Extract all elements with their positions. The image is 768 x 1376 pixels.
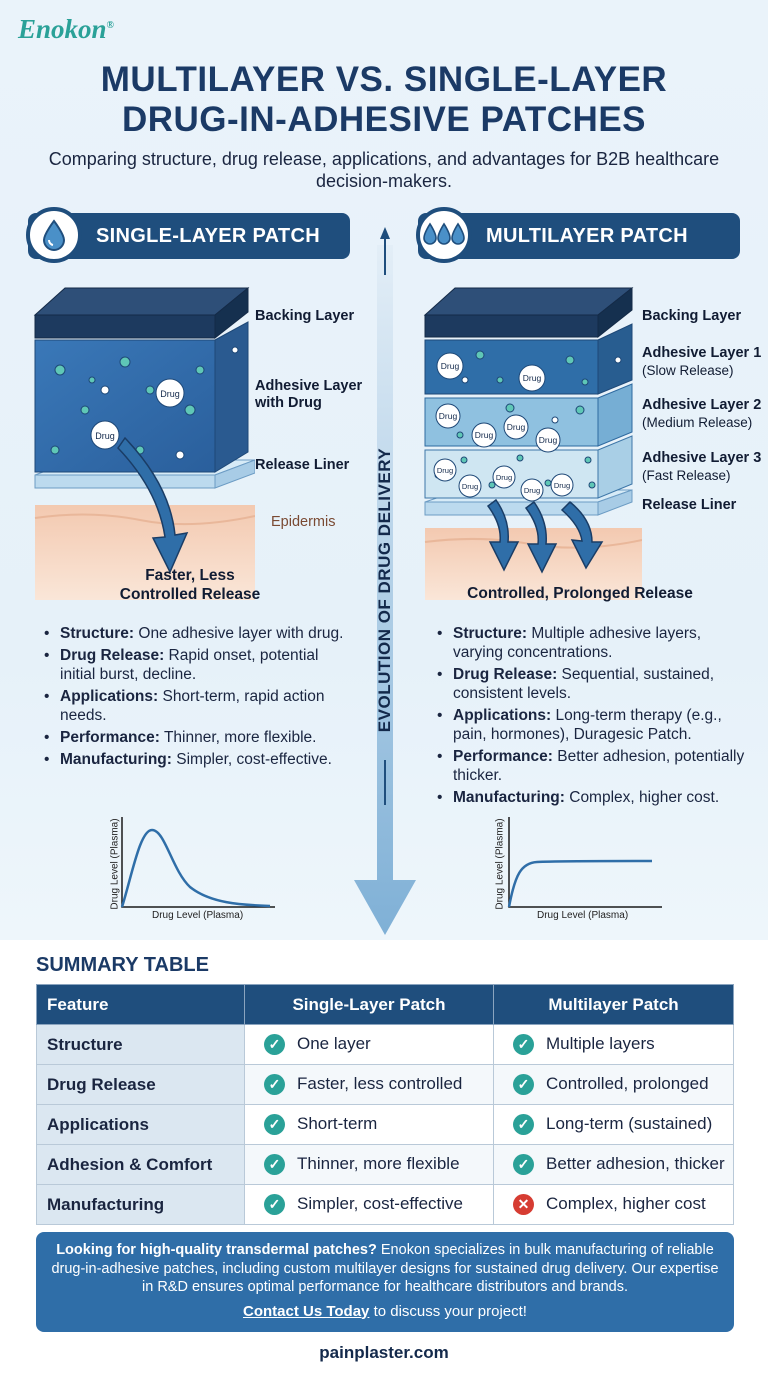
table-row: Applications ✓Short-term ✓Long-term (sus… <box>36 1104 734 1145</box>
contact-us-link[interactable]: Contact Us Today <box>243 1302 370 1320</box>
multi-xlabel: Drug Level (Plasma) <box>537 910 629 921</box>
table-row: Manufacturing ✓Simpler, cost-effective ✕… <box>36 1184 734 1225</box>
evolution-label: EVOLUTION OF DRUG DELIVERY <box>375 447 394 733</box>
summary-table: Feature Single-Layer Patch Multilayer Pa… <box>36 984 734 1225</box>
multi-liner-label: Release Liner <box>642 497 737 513</box>
svg-text:Drug: Drug <box>539 435 558 445</box>
single-backing-label: Backing Layer <box>255 308 355 324</box>
brand-logo: Enokon® <box>18 14 115 44</box>
drop-icon <box>26 207 82 263</box>
header-feature: Feature <box>36 984 245 1025</box>
cta-banner: Looking for high-quality transdermal pat… <box>36 1232 734 1332</box>
multi-caption: Controlled, Prolonged Release <box>467 585 693 602</box>
multi-bullets: Structure: Multiple adhesive layers, var… <box>437 624 749 810</box>
check-icon: ✓ <box>264 1114 285 1135</box>
bullet-item: Drug Release: Rapid onset, potential ini… <box>44 646 344 684</box>
check-icon: ✓ <box>264 1194 285 1215</box>
svg-text:Drug: Drug <box>441 361 460 371</box>
triple-drop-icon <box>416 207 472 263</box>
bullet-item: Drug Release: Sequential, sustained, con… <box>437 665 749 703</box>
multi-ylabel: Drug Level (Plasma) <box>494 818 506 910</box>
title-line-2: DRUG-IN-ADHESIVE PATCHES <box>121 100 647 139</box>
single-xlabel: Drug Level (Plasma) <box>152 910 244 921</box>
page-title: MULTILAYER VS. SINGLE-LAYER DRUG-IN-ADHE… <box>0 60 768 140</box>
bullet-item: Applications: Short-term, rapid action n… <box>44 687 344 725</box>
check-icon: ✓ <box>513 1154 534 1175</box>
bullet-item: Structure: One adhesive layer with drug. <box>44 624 344 643</box>
check-icon: ✓ <box>264 1034 285 1055</box>
svg-text:Drug: Drug <box>523 373 542 383</box>
svg-text:Drug: Drug <box>439 411 458 421</box>
bullet-item: Manufacturing: Complex, higher cost. <box>437 788 749 807</box>
bullet-item: Manufacturing: Simpler, cost-effective. <box>44 750 344 769</box>
header-single: Single-Layer Patch <box>244 984 494 1025</box>
svg-text:Drug: Drug <box>524 486 540 495</box>
multi-backing-label: Backing Layer <box>642 308 742 324</box>
single-release-curve <box>120 817 275 908</box>
multilayer-heading: MULTILAYER PATCH <box>416 207 740 263</box>
summary-title: SUMMARY TABLE <box>36 954 209 976</box>
single-liner-label: Release Liner <box>255 457 350 473</box>
svg-text:Drug: Drug <box>437 466 453 475</box>
check-icon: ✓ <box>264 1154 285 1175</box>
svg-text:Drug: Drug <box>475 430 494 440</box>
cta-contact: Contact Us Today to discuss your project… <box>243 1302 527 1320</box>
single-layer-heading: SINGLE-LAYER PATCH <box>26 207 350 263</box>
table-row: Structure ✓One layer ✓Multiple layers <box>36 1024 734 1065</box>
cta-text: Looking for high-quality transdermal pat… <box>51 1242 719 1295</box>
title-line-1: MULTILAYER VS. SINGLE-LAYER <box>100 60 668 99</box>
multi-release-curve <box>507 817 662 908</box>
epidermis-label: Epidermis <box>271 514 336 530</box>
x-circle-icon: ✕ <box>513 1194 534 1215</box>
bullet-item: Applications: Long-term therapy (e.g., p… <box>437 706 749 744</box>
single-layer-diagram: Drug Drug <box>33 286 255 600</box>
check-icon: ✓ <box>264 1074 285 1095</box>
svg-text:Drug: Drug <box>507 422 526 432</box>
check-icon: ✓ <box>513 1074 534 1095</box>
svg-text:Drug: Drug <box>496 473 512 482</box>
layer2-label: Adhesive Layer 2(Medium Release) <box>642 397 762 430</box>
svg-text:Drug: Drug <box>462 482 478 491</box>
header-multi: Multilayer Patch <box>493 984 734 1025</box>
check-icon: ✓ <box>513 1034 534 1055</box>
bullet-item: Performance: Thinner, more flexible. <box>44 728 344 747</box>
evolution-arrow <box>354 227 416 935</box>
footer-url[interactable]: painplaster.com <box>319 1343 449 1362</box>
check-icon: ✓ <box>513 1114 534 1135</box>
single-bullets: Structure: One adhesive layer with drug.… <box>44 624 344 772</box>
layer1-label: Adhesive Layer 1(Slow Release) <box>642 345 762 378</box>
page-subtitle: Comparing structure, drug release, appli… <box>48 149 720 191</box>
table-row: Adhesion & Comfort ✓Thinner, more flexib… <box>36 1144 734 1185</box>
svg-text:Drug: Drug <box>95 431 115 441</box>
single-ylabel: Drug Level (Plasma) <box>109 818 121 910</box>
svg-text:Drug: Drug <box>160 389 180 399</box>
layer3-label: Adhesive Layer 3(Fast Release) <box>642 450 762 483</box>
table-row: Drug Release ✓Faster, less controlled ✓C… <box>36 1064 734 1105</box>
bullet-item: Performance: Better adhesion, potentiall… <box>437 747 749 785</box>
svg-text:Drug: Drug <box>554 481 570 490</box>
bullet-item: Structure: Multiple adhesive layers, var… <box>437 624 749 662</box>
